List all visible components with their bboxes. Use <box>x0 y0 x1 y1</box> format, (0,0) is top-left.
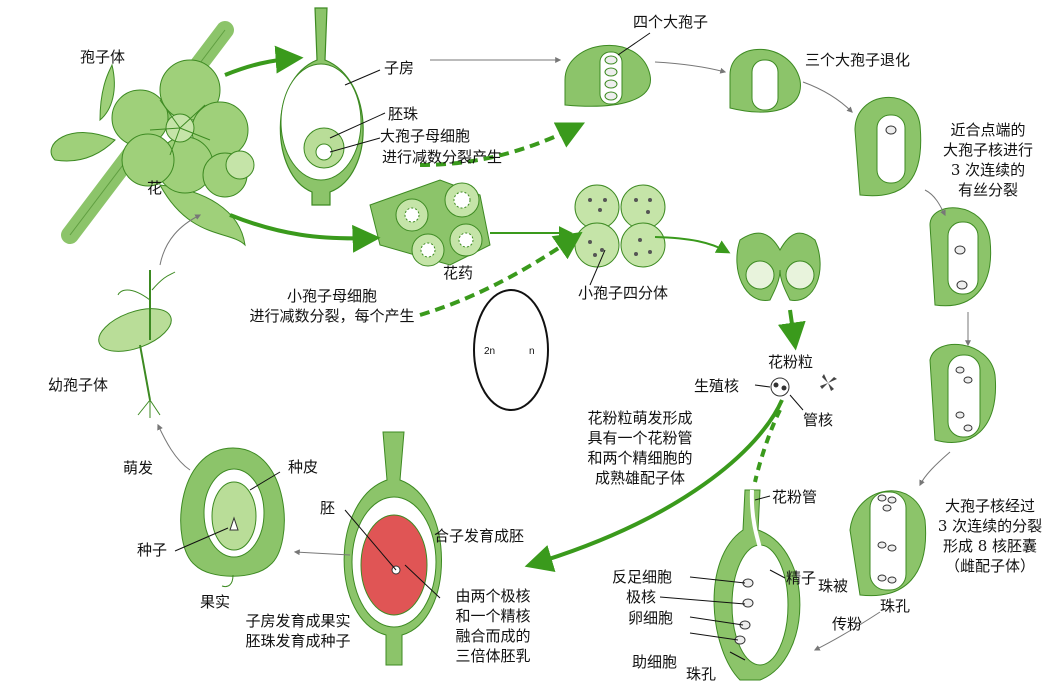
label-tube-nucleus: 管核 <box>803 411 834 429</box>
fruit-dev-line-2: 胚珠发育成种子 <box>245 632 351 650</box>
ovule-chalazal-division <box>854 97 922 197</box>
ovule-four-megaspores <box>564 44 651 107</box>
label-zygote-embryo: 合子发育成胚 <box>434 527 525 545</box>
label-seed: 种子 <box>137 541 168 559</box>
germination-line-2: 具有一个花粉管 <box>587 429 693 447</box>
endosperm-line-1: 由两个极核 <box>455 587 531 605</box>
lifecycle-arrows <box>157 45 971 651</box>
label-four-megaspores: 四个大孢子 <box>633 13 709 31</box>
label-fruit: 果实 <box>200 593 231 611</box>
seedling-illustration <box>98 270 176 418</box>
embryo-sac-line-4: （雌配子体） <box>944 557 1035 575</box>
label-pollination: 传粉 <box>832 615 863 633</box>
label-antipodal-cells: 反足细胞 <box>612 568 673 586</box>
label-microspore-tetrad: 小孢子四分体 <box>578 284 669 302</box>
label-micropyle-bottom: 珠孔 <box>686 665 717 683</box>
label-micropyle: 珠孔 <box>880 597 911 615</box>
label-sperm: 精子 <box>786 569 817 587</box>
label-eight-nucleate-embryo-sac: 大孢子核经过 3 次连续的分裂 形成 8 核胚囊 （雌配子体） <box>925 496 1055 576</box>
label-fruit-seed-development: 子房发育成果实 胚珠发育成种子 <box>228 611 368 651</box>
label-megasporocyte: 大孢子母细胞 <box>380 127 471 145</box>
endosperm-line-2: 和一个精核 <box>455 607 531 625</box>
label-synergid: 助细胞 <box>632 653 678 671</box>
label-flower: 花 <box>147 179 163 197</box>
fertilization-ovule-illustration <box>713 489 801 681</box>
label-microsporocyte: 小孢子母细胞 进行减数分裂，每个产生 <box>222 286 442 326</box>
label-ploidy-n: n <box>529 346 535 357</box>
ovule-three-degenerate <box>729 48 801 113</box>
germination-line-1: 花粉粒萌发形成 <box>587 409 693 427</box>
flower-illustration <box>50 21 255 247</box>
label-sporophyte: 孢子体 <box>80 48 126 66</box>
pistil-illustration <box>279 7 364 206</box>
label-polar-nuclei: 极核 <box>626 588 657 606</box>
endosperm-line-3: 融合而成的 <box>455 627 531 645</box>
label-ploidy-2n: 2n <box>484 346 496 357</box>
label-ovary: 子房 <box>384 59 415 77</box>
label-meiosis-produces: 进行减数分裂产生 <box>382 148 503 166</box>
chalazal-line-1: 近合点端的 <box>950 121 1026 139</box>
anther-illustration <box>369 179 491 267</box>
embryo-sac-line-1: 大孢子核经过 <box>944 497 1035 515</box>
microsporocyte-line-1: 小孢子母细胞 <box>286 287 377 305</box>
label-ovule: 胚珠 <box>388 105 419 123</box>
chalazal-line-3: 3 次连续的 <box>950 161 1026 179</box>
label-pollen-grain: 花粉粒 <box>768 353 814 371</box>
label-three-degenerate: 三个大孢子退化 <box>805 51 911 69</box>
ovule-eight-nucleate-embryo-sac <box>849 490 927 597</box>
label-germinate: 萌发 <box>123 459 154 477</box>
label-embryo: 胚 <box>320 499 336 517</box>
germination-line-3: 和两个精细胞的 <box>587 449 693 467</box>
leader-lines <box>174 32 804 661</box>
embryo-sac-line-2: 3 次连续的分裂 <box>937 517 1043 535</box>
label-pollen-germination: 花粉粒萌发形成 具有一个花粉管 和两个精细胞的 成熟雄配子体 <box>565 408 715 488</box>
label-anther: 花药 <box>443 264 474 282</box>
label-generative-nucleus: 生殖核 <box>694 377 740 395</box>
pollen-grain-illustration <box>770 374 837 397</box>
label-integument: 珠被 <box>818 577 849 595</box>
developing-seed-in-ovary-illustration <box>343 431 442 666</box>
ploidy-ellipse <box>473 289 549 411</box>
label-pollen-tube: 花粉管 <box>772 488 818 506</box>
chalazal-line-2: 大孢子核进行 <box>942 141 1033 159</box>
label-chalazal-mitosis: 近合点端的 大孢子核进行 3 次连续的 有丝分裂 <box>928 120 1048 200</box>
label-triploid-endosperm: 由两个极核 和一个精核 融合而成的 三倍体胚乳 <box>428 586 558 666</box>
microsporocyte-line-2: 进行减数分裂，每个产生 <box>249 307 415 325</box>
embryo-sac-line-3: 形成 8 核胚囊 <box>942 537 1038 555</box>
label-young-sporophyte: 幼孢子体 <box>48 376 109 394</box>
endosperm-line-4: 三倍体胚乳 <box>455 647 531 665</box>
ovule-four-nuclei <box>929 344 997 443</box>
microspore-tetrad-illustration <box>574 184 666 268</box>
fruit-dev-line-1: 子房发育成果实 <box>245 612 351 630</box>
mature-anther-illustration <box>736 232 821 301</box>
label-seed-coat: 种皮 <box>288 458 319 476</box>
ovule-two-nuclei <box>929 207 992 307</box>
chalazal-line-4: 有丝分裂 <box>957 181 1018 199</box>
label-egg-cell: 卵细胞 <box>628 609 674 627</box>
germination-line-4: 成熟雄配子体 <box>594 469 685 487</box>
fruit-illustration <box>180 447 285 588</box>
